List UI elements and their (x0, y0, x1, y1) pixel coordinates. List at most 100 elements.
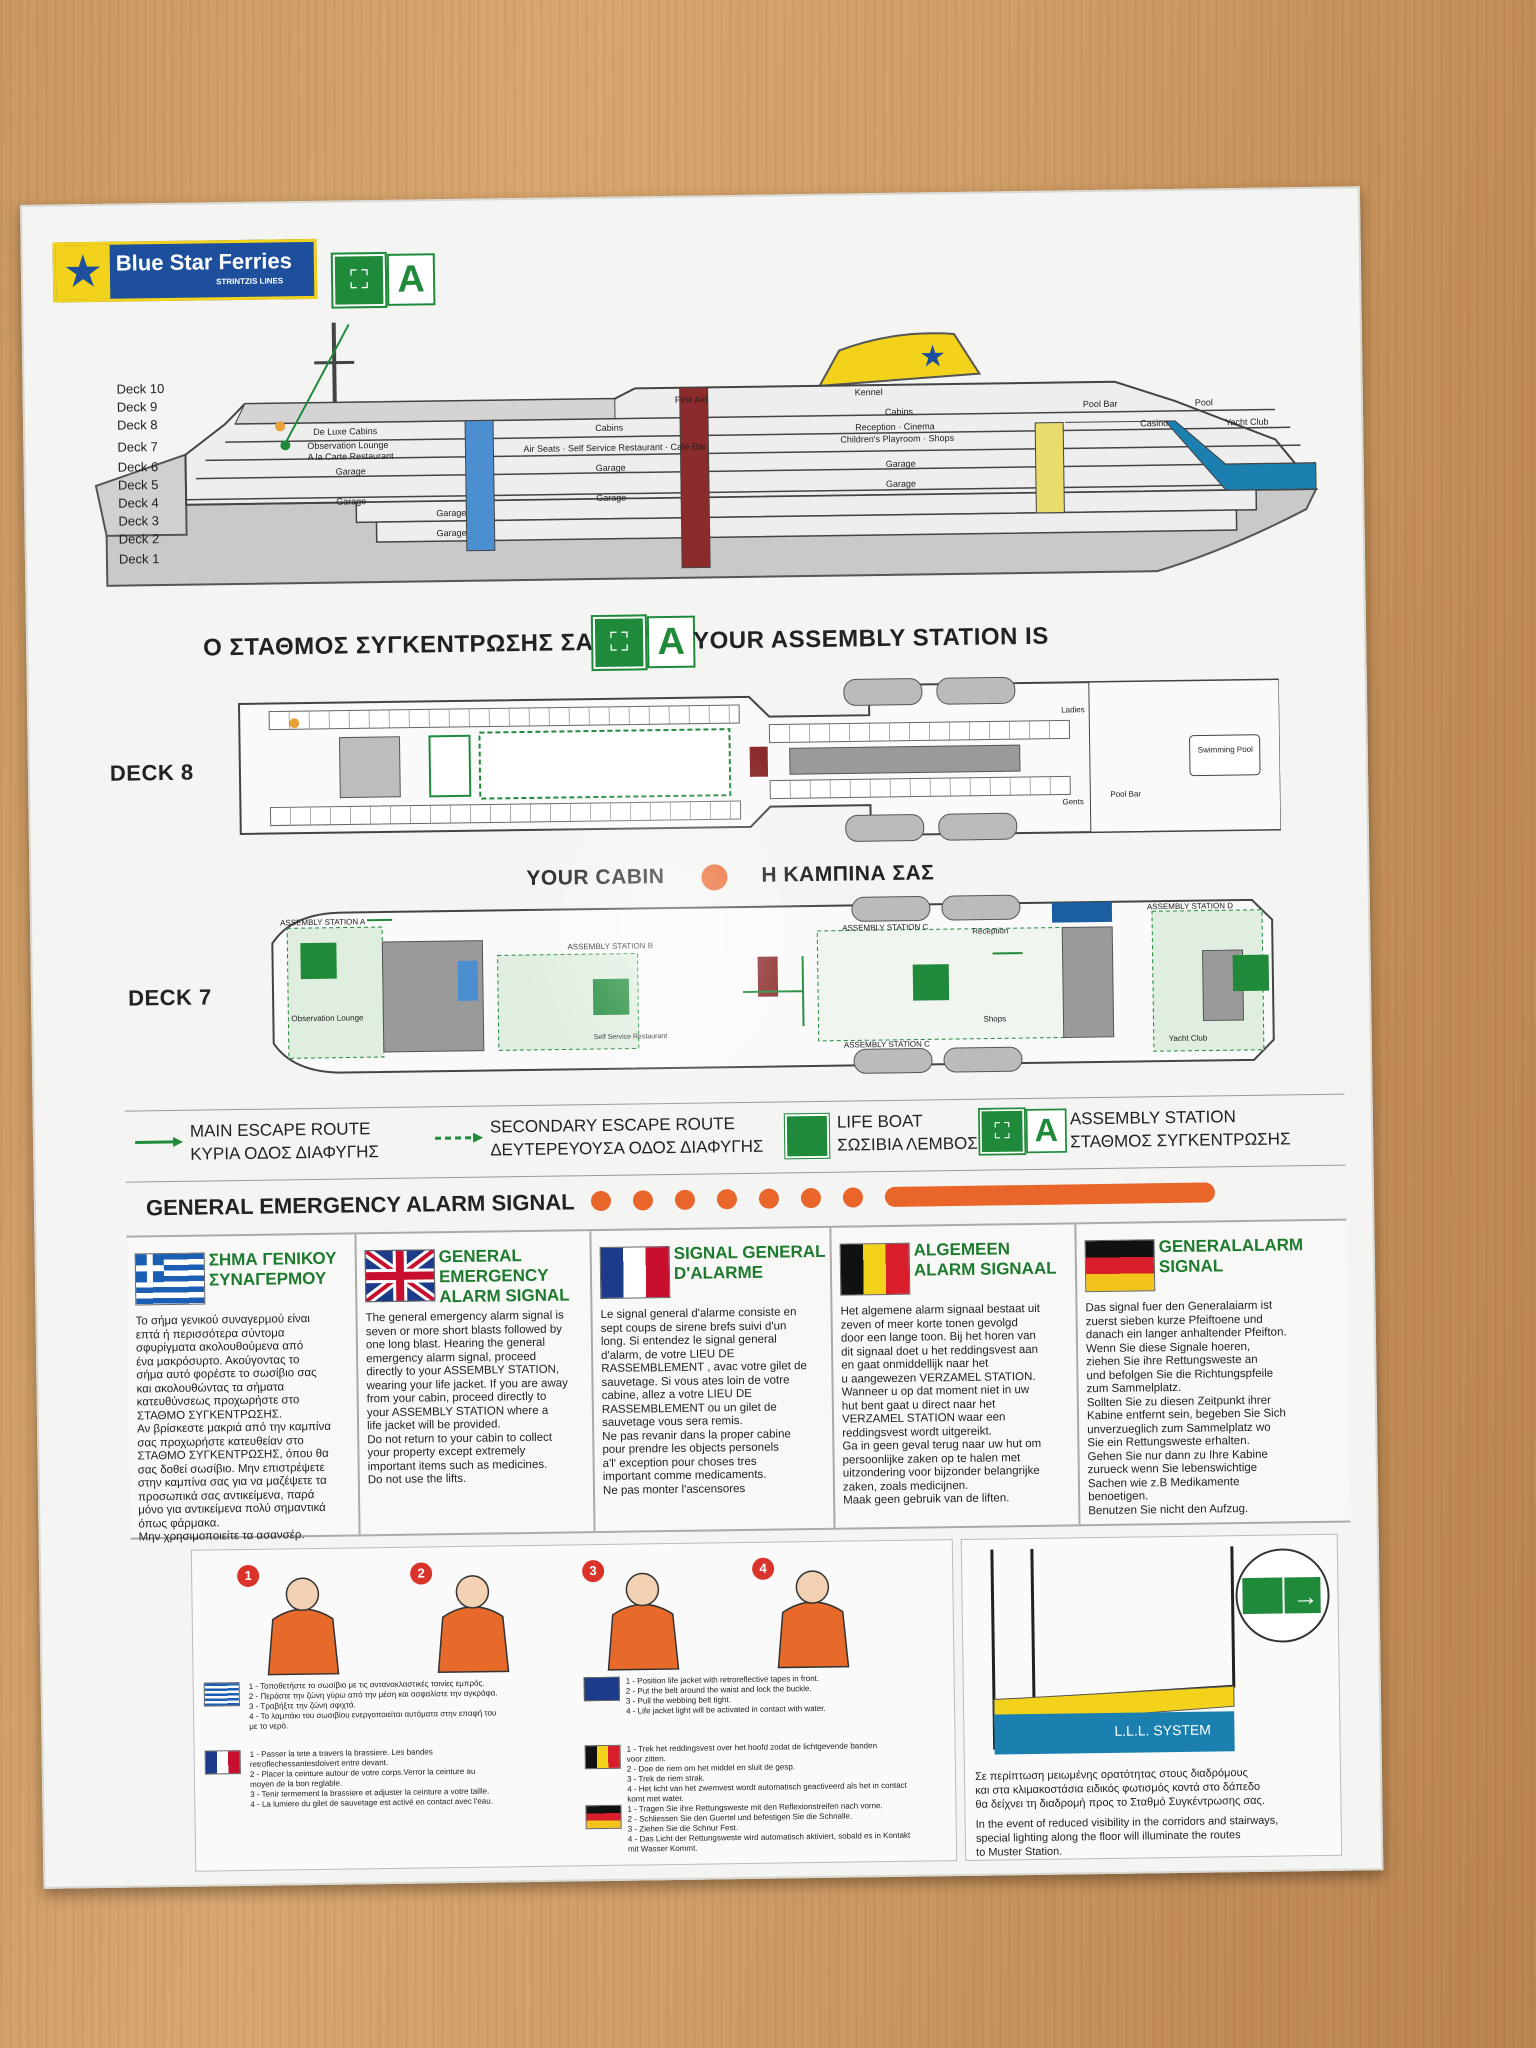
arrow-right-icon: → (1292, 1581, 1318, 1611)
deck7-self-service: Self Service Restaurant (594, 1033, 668, 1041)
label-cabins-aft: Cabins (885, 407, 914, 417)
deck-label-list: Deck 10 Deck 9 Deck 8 Deck 7 Deck 6 Deck… (116, 381, 199, 570)
lang-body-french: Le signal general d'alarme consiste en s… (600, 1306, 807, 1497)
label-garage-8: Garage (437, 528, 467, 538)
label-casino: Casino (1140, 418, 1168, 428)
legend-assembly-gr: ΣΤΑΘΜΟΣ ΣΥΓΚΕΝΤΡΩΣΗΣ (1070, 1129, 1291, 1152)
alarm-title: GENERAL EMERGENCY ALARM SIGNAL (145, 1189, 575, 1221)
greece-flag-icon (203, 1682, 240, 1707)
your-cabin-greek: Η ΚΑΜΠΙΝΑ ΣΑΣ (761, 861, 935, 887)
label-garage-5: Garage (596, 493, 626, 503)
deck-label: Deck 1 (118, 551, 160, 567)
lang-title-english: GENERAL EMERGENCY ALARM SIGNAL (438, 1246, 570, 1307)
greece-flag-icon (134, 1252, 206, 1306)
safety-poster: ★ Blue Star Ferries STRINTZIS LINES ⛶ A … (20, 186, 1384, 1889)
short-blast-icon (674, 1189, 696, 1210)
germany-flag-icon (585, 1804, 622, 1830)
deck-label: Deck 5 (117, 477, 159, 493)
lll-text-english: In the event of reduced visibility in th… (975, 1814, 1279, 1859)
deck7-plan: ASSEMBLY STATION A ASSEMBLY STATION B AS… (271, 894, 1275, 1074)
label-pool: Pool (1195, 397, 1213, 407)
lifejacket-figures (267, 1570, 850, 1676)
assembly-station-icon: ⛶ (978, 1107, 1027, 1156)
legend-assembly-en: ASSEMBLY STATION (1069, 1107, 1236, 1129)
long-blast-icon (884, 1182, 1216, 1208)
lll-text-greek: Σε περίπτωση μειωμένης ορατότητας στους … (974, 1767, 1265, 1811)
legend-main-en: MAIN ESCAPE ROUTE (189, 1119, 371, 1141)
instructions-greek: 1 - Τοποθετήστε το σωσίβιο με τις αντανα… (248, 1678, 498, 1731)
deck7-shops: Shops (983, 1014, 1006, 1023)
lang-col-greek: ΣΗΜΑ ΓΕΝΙΚΟΥ ΣΥΝΑΓΕΡΜΟΥ Το σήμα γενικού … (126, 1234, 361, 1543)
deck8-ladies: Ladies (1061, 705, 1085, 714)
label-observation-lounge: Observation Lounge (307, 440, 388, 451)
deck-label: Deck 8 (116, 417, 158, 433)
deck7-station-d: ASSEMBLY STATION D (1147, 901, 1233, 911)
ship-profile: ★ First Aid Kennel De Luxe Cabins Observ… (94, 322, 1319, 587)
lang-title-german: GENERALALARM SIGNAL (1158, 1235, 1304, 1277)
deck-label: Deck 4 (118, 495, 159, 511)
lang-title-dutch: ALGEMEEN ALARM SIGNAAL (913, 1239, 1057, 1280)
legend-lifeboat-gr: ΣΩΣΙΒΙΑ ΛΕΜΒΟΣ (837, 1133, 978, 1155)
legend-lifeboat-en: LIFE BOAT (836, 1111, 923, 1132)
legend-secondary-en: SECONDARY ESCAPE ROUTE (489, 1114, 736, 1137)
lang-col-dutch: ALGEMEEN ALARM SIGNAAL Het algemene alar… (831, 1224, 1081, 1528)
lll-system-label: L.L.L. SYSTEM (1114, 1721, 1211, 1739)
label-garage-7: Garage (436, 508, 466, 518)
main-route-arrow-icon (135, 1136, 184, 1147)
legend-assembly-badge: ⛶ A (978, 1107, 1068, 1156)
alarm-instructions-grid: ΣΗΜΑ ΓΕΝΙΚΟΥ ΣΥΝΑΓΕΡΜΟΥ Το σήμα γενικού … (126, 1218, 1351, 1543)
legend-secondary-gr: ΔΕΥΤΕΡΕΥΟΥΣΑ ΟΔΟΣ ΔΙΑΦΥΓΗΣ (490, 1136, 764, 1160)
deck8-label: DECK 8 (109, 759, 194, 786)
lang-col-german: GENERALALARM SIGNAL Das signal fuer den … (1076, 1221, 1350, 1525)
deck-label: Deck 9 (116, 399, 158, 415)
deck7-yacht-club: Yacht Club (1169, 1033, 1208, 1043)
lll-panel: → L.L.L. SYSTEM Σε περίπτωση μειωμένης ο… (960, 1533, 1343, 1861)
secondary-route-arrow-icon (435, 1132, 484, 1143)
label-yacht-club: Yacht Club (1225, 417, 1268, 428)
deck-label: Deck 7 (117, 439, 158, 455)
deck7-observation-lounge: Observation Lounge (291, 1013, 364, 1023)
label-children-playroom: Children's Playroom · Shops (840, 433, 954, 445)
deck-label: Deck 3 (118, 513, 159, 529)
deck7-station-c-top: ASSEMBLY STATION C (842, 922, 928, 932)
deck7-station-c-bottom: ASSEMBLY STATION C (844, 1039, 930, 1049)
deck8-pool-bar: Pool Bar (1110, 789, 1141, 798)
short-blast-icon (800, 1187, 822, 1209)
lang-title-french: SIGNAL GENERAL D'ALARME (673, 1241, 826, 1283)
deck-label: Deck 10 (116, 381, 165, 397)
assembly-heading-greek: Ο ΣΤΑΘΜΟΣ ΣΥΓΚΕΝΤΡΩΣΗΣ ΣΑΣ (203, 628, 609, 662)
lang-col-english: GENERAL EMERGENCY ALARM SIGNAL The gener… (356, 1231, 596, 1535)
lang-body-german: Das signal fuer den Generalaiarm ist zue… (1085, 1299, 1287, 1517)
assembly-letter: A (1025, 1108, 1068, 1154)
legend-main-gr: ΚΥΡΙΑ ΟΔΟΣ ΔΙΑΦΥΓΗΣ (190, 1142, 380, 1164)
label-air-seats: Air Seats · Self Service Restaurant · Ca… (523, 441, 706, 454)
label-garage-3: Garage (886, 459, 916, 469)
germany-flag-icon (1084, 1239, 1156, 1293)
label-garage-1: Garage (336, 466, 366, 476)
deck8-gents: Gents (1062, 797, 1083, 806)
assembly-station-icon: ⛶ (590, 614, 648, 672)
deck-label: Deck 6 (117, 459, 159, 475)
france-flag-icon (599, 1246, 671, 1300)
deck7-label: DECK 7 (127, 984, 212, 1011)
deck7-reception: Reception (972, 926, 1008, 936)
label-carte-restaurant: A la Carte Restaurant (307, 451, 394, 462)
instructions-dutch: 1 - Trek het reddingsvest over het hoofd… (626, 1741, 907, 1804)
short-blast-icon (842, 1187, 864, 1208)
assembly-badge-heading: ⛶ A (590, 614, 696, 672)
deck7-station-b: ASSEMBLY STATION B (567, 941, 653, 951)
alarm-pattern (590, 1182, 1216, 1212)
uk-flag-icon (583, 1676, 620, 1702)
svg-text:★: ★ (919, 340, 946, 373)
instructions-german: 1 - Tragen Sie ihre Rettungsweste mit de… (627, 1801, 911, 1854)
deck8-plan: Swimming Pool Pool Bar Ladies Gents (237, 676, 1281, 842)
short-blast-icon (632, 1190, 654, 1211)
label-garage-4: Garage (336, 496, 366, 506)
france-flag-icon (204, 1750, 241, 1775)
belgium-flag-icon (839, 1242, 911, 1296)
cabin-marker-icon (701, 864, 728, 891)
label-kennel: Kennel (855, 387, 883, 397)
legend: MAIN ESCAPE ROUTE ΚΥΡΙΑ ΟΔΟΣ ΔΙΑΦΥΓΗΣ SE… (124, 1093, 1346, 1183)
label-reception: Reception · Cinema (855, 421, 935, 432)
assembly-heading-english: YOUR ASSEMBLY STATION IS (692, 622, 1049, 655)
